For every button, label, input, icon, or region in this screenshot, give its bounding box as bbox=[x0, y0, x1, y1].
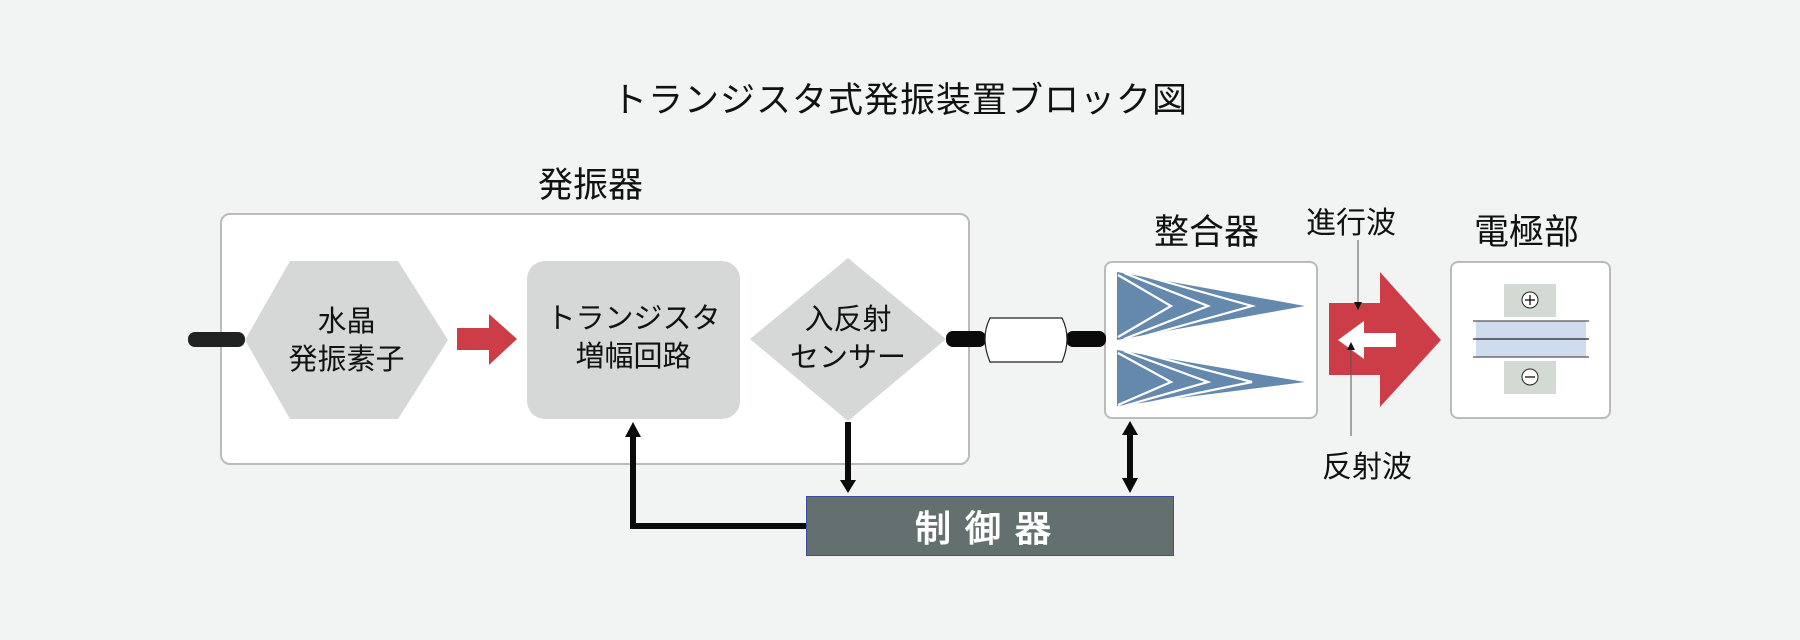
up-arrow-icon bbox=[1122, 421, 1138, 435]
crystal-hexagon bbox=[245, 261, 448, 419]
forward-wave-label: 進行波 bbox=[1306, 206, 1396, 241]
crystal-label: 水晶 発振素子 bbox=[245, 302, 448, 378]
crystal-label-line1: 水晶 bbox=[317, 304, 376, 338]
down-arrow-icon bbox=[1122, 478, 1138, 493]
controller-block: 制御器 bbox=[806, 496, 1174, 556]
cable-right bbox=[1066, 331, 1106, 347]
amplifier-block bbox=[527, 261, 740, 419]
amplifier-label-line1: トランジスタ bbox=[546, 301, 721, 335]
down-arrow-icon bbox=[840, 480, 856, 493]
diagram-title: トランジスタ式発振装置ブロック図 bbox=[611, 81, 1188, 121]
controller-matcher-line bbox=[1127, 432, 1133, 480]
sensor-label-line1: 入反射 bbox=[804, 302, 892, 336]
sensor-label: 入反射 センサー bbox=[750, 300, 946, 376]
red-arrow-icon bbox=[457, 314, 517, 365]
up-arrow-icon bbox=[625, 422, 641, 437]
input-lead bbox=[188, 332, 245, 347]
controller-label: 制御器 bbox=[914, 509, 1065, 550]
amplifier-label-line2: 増幅回路 bbox=[575, 339, 692, 373]
matcher-chevron-bottom bbox=[1117, 349, 1305, 408]
crystal-label-line2: 発振素子 bbox=[288, 342, 405, 376]
amplifier-label: トランジスタ 増幅回路 bbox=[527, 299, 740, 375]
sensor-diamond bbox=[750, 258, 946, 421]
oscillator-label: 発振器 bbox=[538, 166, 644, 206]
matcher-label: 整合器 bbox=[1154, 213, 1260, 253]
cable-connector bbox=[984, 317, 1068, 363]
sensor-label-line2: センサー bbox=[789, 340, 906, 374]
reflected-wave-label: 反射波 bbox=[1322, 450, 1412, 485]
electrode-label: 電極部 bbox=[1474, 213, 1580, 253]
sensor-to-controller-line bbox=[845, 422, 851, 482]
cable-left bbox=[946, 331, 986, 347]
controller-to-amplifier-line bbox=[630, 436, 806, 529]
matcher-chevron-top bbox=[1117, 271, 1305, 341]
